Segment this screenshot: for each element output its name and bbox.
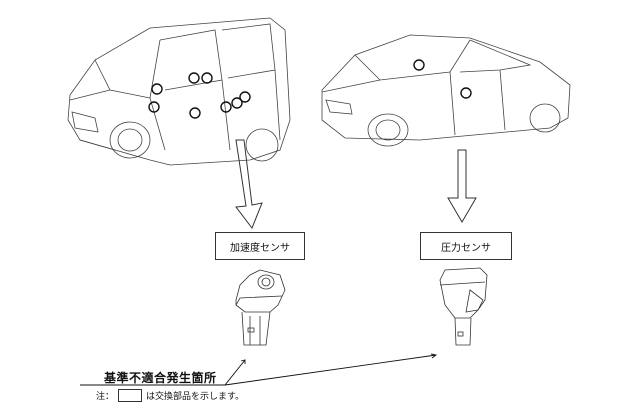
note-prefix: 注：	[96, 392, 115, 402]
acceleration-sensor-label: 加速度センサ	[215, 232, 305, 260]
arrow-to-pressure-sensor	[447, 149, 477, 223]
minivan-drawing	[67, 17, 291, 166]
legend-note: 注： は交換部品を示します。	[96, 389, 244, 402]
sedan-drawing	[321, 34, 571, 147]
pressure-sensor-image	[439, 267, 488, 346]
replacement-part-swatch	[118, 389, 143, 402]
sedan-markers	[413, 59, 472, 99]
minivan-markers	[148, 72, 251, 119]
pressure-sensor-label: 圧力センサ	[420, 232, 512, 260]
acceleration-sensor-image	[235, 269, 286, 346]
arrow-to-accel-sensor	[235, 139, 263, 230]
nonconformity-caption: 基準不適合発生箇所	[104, 371, 217, 385]
note-text: は交換部品を示します。	[146, 392, 245, 402]
caption-leader-lines	[80, 353, 438, 386]
